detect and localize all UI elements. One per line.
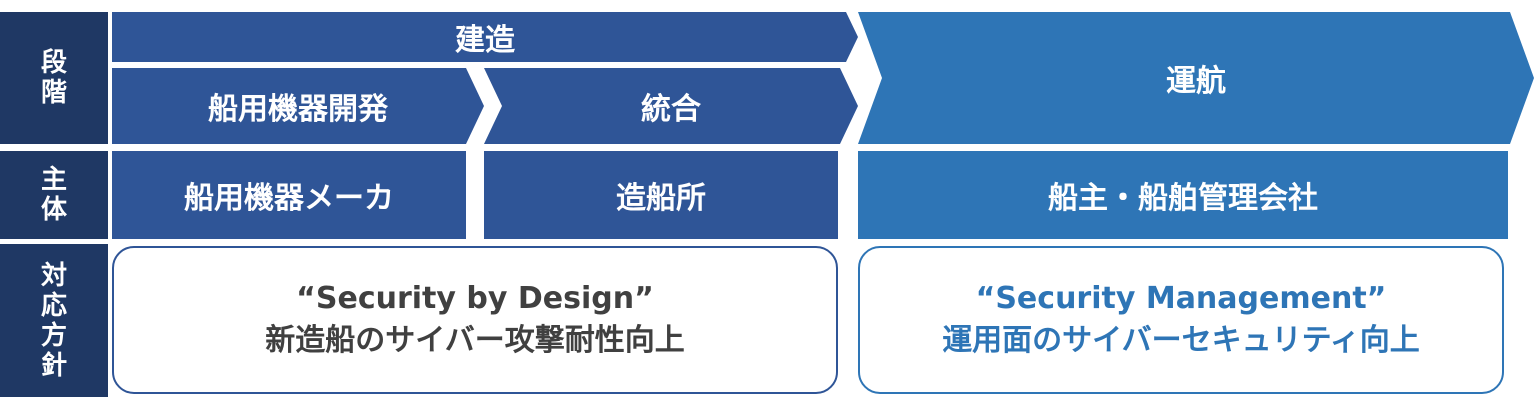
row-label-policy-char: 応 xyxy=(40,290,67,321)
actor-owner: 船主・船舶管理会社 xyxy=(858,151,1508,239)
actor-shipyard-label: 造船所 xyxy=(616,181,706,216)
stage-integration-label: 統合 xyxy=(641,92,701,127)
stage-operation-arrow: 運航 xyxy=(858,12,1534,144)
equipment-dev-arrow-shape xyxy=(112,68,484,144)
policy-management-box: “Security Management” 運用面のサイバーセキュリティ向上 xyxy=(858,246,1504,394)
row-label-policy-char: 対 xyxy=(40,260,67,291)
row-label-stage: 段 階 xyxy=(0,12,108,144)
integration-arrow-shape xyxy=(484,68,858,144)
actor-manufacturer-label: 船用機器メーカ xyxy=(184,181,394,216)
policy-design-title: “Security by Design” xyxy=(296,281,654,316)
construction-arrow-shape xyxy=(112,12,858,62)
operation-arrow-shape xyxy=(858,12,1534,144)
actor-shipyard: 造船所 xyxy=(484,151,838,239)
row-label-actor-char: 体 xyxy=(40,195,67,225)
row-label-policy-char: 針 xyxy=(40,350,67,381)
stage-operation-label: 運航 xyxy=(1166,64,1226,99)
policy-management-desc: 運用面のサイバーセキュリティ向上 xyxy=(942,323,1420,358)
stage-equipment-dev-arrow: 船用機器開発 xyxy=(112,68,484,144)
stage-integration-arrow: 統合 xyxy=(484,68,858,144)
policy-design-box: “Security by Design” 新造船のサイバー攻撃耐性向上 xyxy=(112,246,838,394)
policy-management-title: “Security Management” xyxy=(975,281,1387,316)
row-label-actor-char: 主 xyxy=(40,165,67,195)
row-label-actor: 主 体 xyxy=(0,151,108,239)
actor-manufacturer: 船用機器メーカ xyxy=(112,151,466,239)
stage-construction-arrow: 建造 xyxy=(112,12,858,62)
row-label-stage-char: 階 xyxy=(40,78,67,108)
row-label-policy: 対 応 方 針 xyxy=(0,244,108,397)
stage-construction-label: 建造 xyxy=(455,23,515,58)
stage-equipment-dev-label: 船用機器開発 xyxy=(208,92,388,127)
actor-owner-label: 船主・船舶管理会社 xyxy=(1048,181,1318,216)
row-label-stage-char: 段 xyxy=(40,48,67,78)
policy-design-desc: 新造船のサイバー攻撃耐性向上 xyxy=(265,323,685,358)
row-label-policy-char: 方 xyxy=(40,320,67,351)
